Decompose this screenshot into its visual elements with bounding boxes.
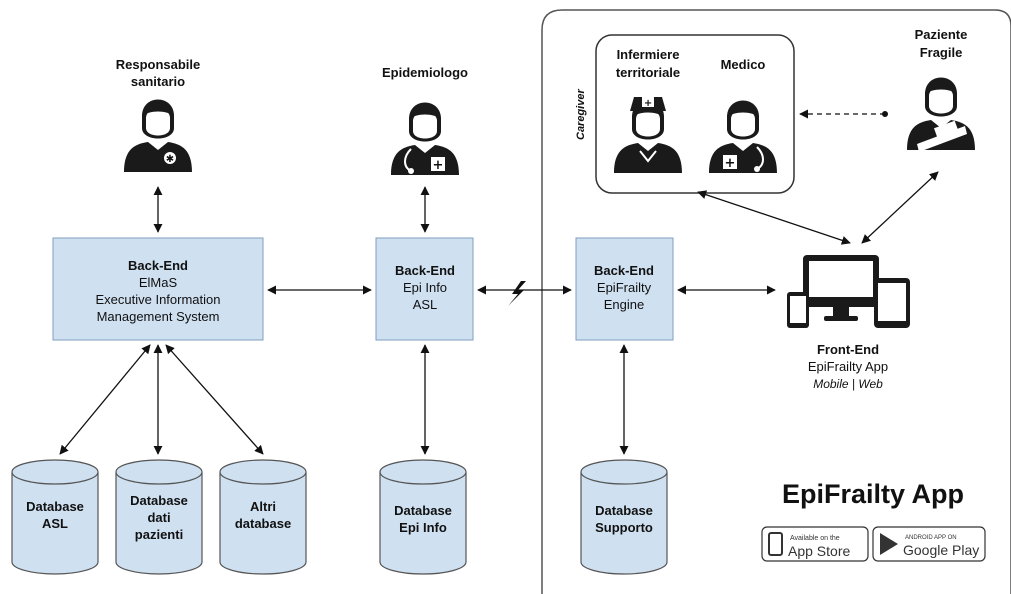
db-pazienti-label-1: Database (130, 493, 188, 508)
frontend-name: EpiFrailty App (808, 359, 888, 374)
epidemiologo-icon: + (391, 102, 459, 175)
engine-box (575, 237, 674, 341)
responsabile-label-2: sanitario (131, 74, 185, 89)
caregiver-group (595, 34, 795, 194)
engine-title: Back-End (594, 263, 654, 278)
engine-line-3: Engine (604, 297, 644, 312)
medico-label: Medico (721, 57, 766, 72)
caregiver-label: Caregiver (575, 89, 587, 140)
paziente-label-1: Paziente (915, 27, 968, 42)
db-supporto-label-1: Database (595, 503, 653, 518)
paziente-label-2: Fragile (920, 45, 963, 60)
infermiere-label-2: territoriale (616, 65, 680, 80)
epiinfo-line-3: ASL (413, 297, 438, 312)
elmas-line-3: Executive Information (95, 292, 220, 307)
app-store-small-label: Available on the (790, 535, 840, 542)
arrow-elmas-dbasl (59, 344, 151, 455)
app-store-label: App Store (788, 543, 850, 559)
paziente-icon (907, 77, 975, 152)
db-altri-label-1: Altri (250, 499, 276, 514)
svg-text:+: + (433, 158, 444, 173)
db-pazienti-label-3: pazienti (135, 527, 183, 542)
db-altri (219, 459, 307, 575)
db-supporto-label-2: Supporto (595, 520, 653, 535)
db-epiinfo-label-2: Epi Info (399, 520, 447, 535)
google-play-badge[interactable]: ANDROID APP ON Google Play (872, 526, 986, 562)
elmas-name: ElMaS (139, 275, 178, 290)
epidemiologo-label: Epidemiologo (382, 65, 468, 80)
dashed-line-origin (882, 111, 888, 117)
arrow-elmas-dbaltri (165, 344, 264, 455)
brand-title: EpiFrailty App (782, 479, 964, 509)
responsabile-icon: ✱ (124, 99, 192, 172)
db-epiinfo (379, 459, 467, 575)
elmas-line-4: Management System (97, 309, 220, 324)
epiinfo-box (375, 237, 474, 341)
connectors (59, 109, 939, 455)
frontend-title: Front-End (817, 342, 879, 357)
svg-text:✱: ✱ (166, 154, 174, 165)
play-icon (880, 533, 898, 555)
app-store-badge[interactable]: Available on the App Store (761, 526, 869, 562)
db-asl (11, 459, 99, 575)
medico-icon: + (709, 100, 777, 173)
elmas-title: Back-End (128, 258, 188, 273)
infermiere-label-1: Infermiere (617, 47, 680, 62)
devices-icon (787, 255, 910, 328)
epifrailty-panel (541, 9, 1011, 594)
svg-text:+: + (644, 98, 652, 109)
arrow-paziente-frontend (861, 171, 939, 244)
epiinfo-name: Epi Info (403, 280, 447, 295)
db-pazienti-label-2: dati (147, 510, 170, 525)
arrow-caregiver-frontend (697, 190, 851, 245)
google-play-label: Google Play (903, 542, 979, 558)
elmas-box (52, 237, 264, 341)
db-epiinfo-label-1: Database (394, 503, 452, 518)
google-play-small-label: ANDROID APP ON (905, 535, 957, 541)
responsabile-label-1: Responsabile (116, 57, 201, 72)
db-asl-label-1: Database (26, 499, 84, 514)
db-pazienti (115, 459, 203, 575)
frontend-platforms: Mobile | Web (813, 377, 883, 391)
lightning-icon (508, 281, 526, 306)
svg-text:+: + (725, 156, 736, 171)
db-altri-label-2: database (235, 516, 291, 531)
db-asl-label-2: ASL (42, 516, 68, 531)
epiinfo-title: Back-End (395, 263, 455, 278)
db-supporto (580, 459, 668, 575)
engine-name: EpiFrailty (597, 280, 652, 295)
infermiere-icon: + (614, 97, 682, 173)
